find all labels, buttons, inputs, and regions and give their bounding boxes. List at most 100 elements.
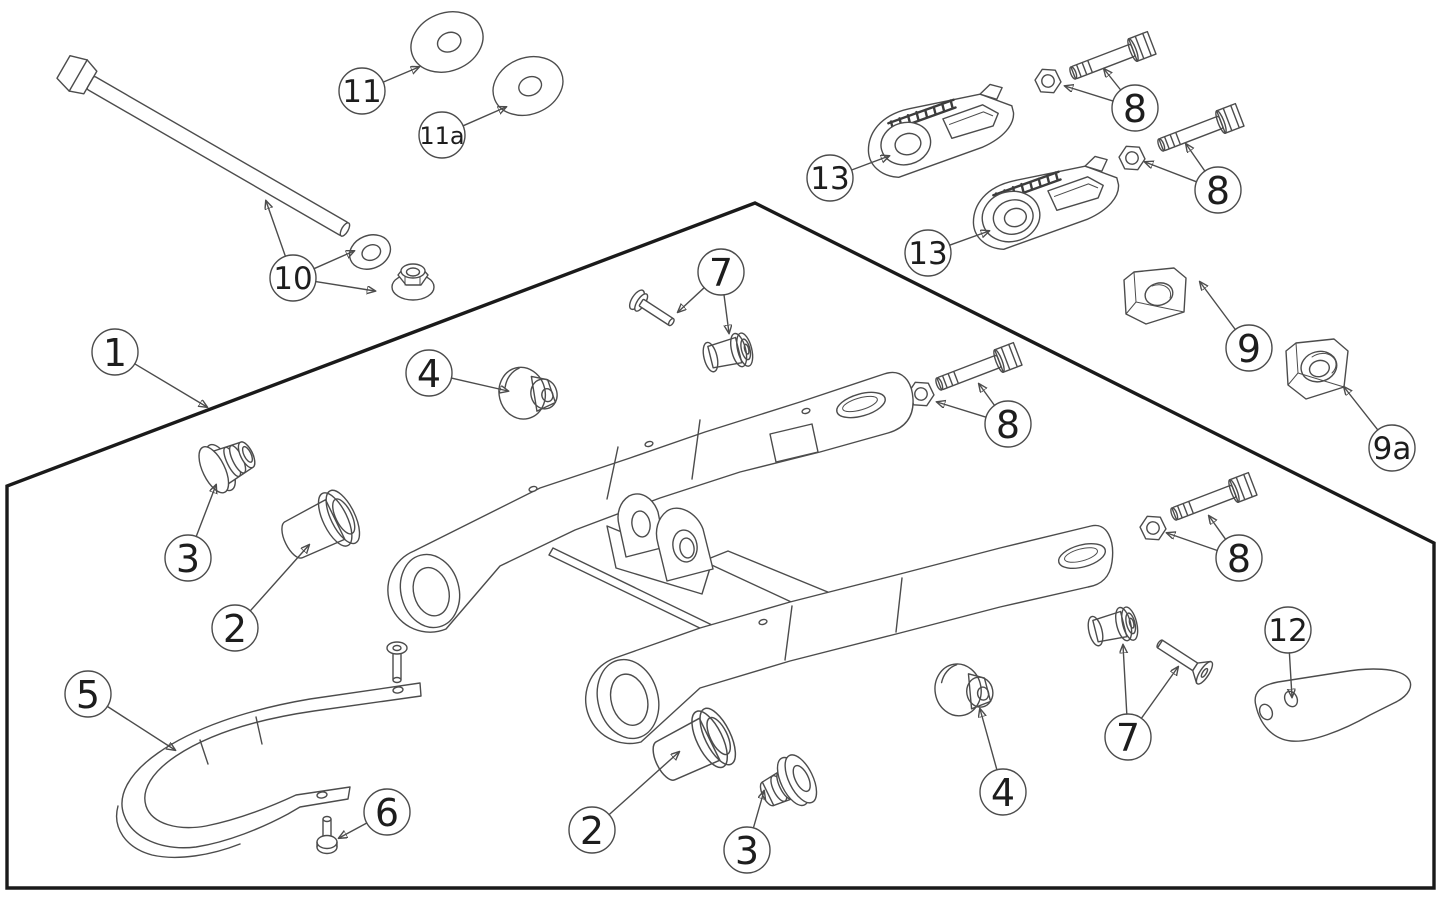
callout-balloon[interactable]	[64, 670, 112, 718]
leader-line-2-0	[608, 752, 679, 816]
callout-label: 7	[709, 251, 733, 295]
callout-11a-3[interactable]: 11a	[418, 111, 466, 159]
leader-line-3-0	[752, 791, 764, 829]
leader-line-8-0	[1186, 144, 1206, 172]
callout-balloon[interactable]	[1225, 324, 1273, 372]
callout-2-15[interactable]: 2	[211, 604, 259, 652]
callout-balloon[interactable]	[904, 229, 952, 277]
callout-balloon[interactable]	[1368, 424, 1416, 472]
callout-7-21[interactable]: 7	[1104, 713, 1152, 761]
callout-label: 5	[76, 673, 100, 717]
callout-balloon[interactable]	[568, 806, 616, 854]
callout-balloon[interactable]	[211, 604, 259, 652]
part-8-bolt	[1166, 471, 1258, 527]
callout-label: 8	[996, 403, 1020, 447]
leader-line-11-0	[382, 67, 419, 83]
part-8-group-3	[903, 341, 1023, 411]
leader-line-6-0	[339, 822, 368, 838]
callout-3-14[interactable]: 3	[164, 534, 212, 582]
part-8-bolt	[931, 341, 1023, 397]
callout-label: 6	[375, 791, 399, 835]
leader-line-4-0	[980, 709, 998, 771]
callout-8-6[interactable]: 8	[1111, 84, 1159, 132]
part-9a-axle-block	[1285, 338, 1349, 400]
leader-line-8-1	[937, 402, 987, 418]
callout-label: 3	[176, 537, 200, 581]
callout-balloon[interactable]	[338, 67, 386, 115]
callout-11-2[interactable]: 11	[338, 67, 386, 115]
leader-line-9a-0	[1344, 387, 1379, 431]
part-7-roller-2	[1084, 603, 1142, 651]
callout-8-9[interactable]: 8	[1215, 534, 1263, 582]
callout-5-16[interactable]: 5	[64, 670, 112, 718]
callout-balloon[interactable]	[1215, 534, 1263, 582]
callout-balloon[interactable]	[1104, 713, 1152, 761]
callout-label: 4	[991, 771, 1015, 815]
callout-balloon[interactable]	[363, 788, 411, 836]
callout-8-7[interactable]: 8	[1194, 166, 1242, 214]
leader-line-10-2	[315, 280, 375, 291]
callout-label: 8	[1123, 87, 1147, 131]
callout-label: 13	[810, 161, 849, 197]
part-7-roller-1	[699, 329, 757, 377]
part-7-screw-1	[628, 289, 675, 327]
callout-balloon[interactable]	[697, 248, 745, 296]
callout-6-17[interactable]: 6	[363, 788, 411, 836]
callout-balloon[interactable]	[806, 154, 854, 202]
callout-13-4[interactable]: 13	[806, 154, 854, 202]
leader-line-9-0	[1200, 282, 1237, 331]
callout-13-5[interactable]: 13	[904, 229, 952, 277]
callout-4-12[interactable]: 4	[405, 349, 453, 397]
callout-10-1[interactable]: 10	[269, 254, 317, 302]
callout-9a-11[interactable]: 9a	[1368, 424, 1416, 472]
part-12-guard-bracket	[1254, 668, 1412, 742]
callout-12-22[interactable]: 12	[1264, 606, 1312, 654]
callout-label: 8	[1206, 169, 1230, 213]
callout-balloon[interactable]	[1264, 606, 1312, 654]
callout-label: 8	[1227, 537, 1251, 581]
callout-balloon[interactable]	[164, 534, 212, 582]
callout-label: 3	[735, 829, 759, 873]
callout-9-10[interactable]: 9	[1225, 324, 1273, 372]
callout-balloon[interactable]	[1194, 166, 1242, 214]
part-swingarm-body	[387, 371, 1114, 745]
callout-8-8[interactable]: 8	[984, 400, 1032, 448]
leader-line-8-1	[1167, 533, 1219, 552]
part-8-nut	[1135, 511, 1171, 545]
callout-balloon[interactable]	[1111, 84, 1159, 132]
leader-line-7-0	[678, 287, 705, 312]
callout-label: 1	[103, 331, 127, 375]
part-8-nut	[1030, 64, 1066, 98]
callout-label: 13	[908, 236, 947, 272]
callout-3-19[interactable]: 3	[723, 826, 771, 874]
callout-label: 7	[1116, 716, 1140, 760]
part-13-chain-adjuster-2	[972, 155, 1120, 250]
callout-balloon[interactable]	[269, 254, 317, 302]
callout-label: 11	[342, 74, 381, 110]
callout-balloon[interactable]	[405, 349, 453, 397]
callout-2-18[interactable]: 2	[568, 806, 616, 854]
leader-line-10-0	[266, 201, 287, 257]
part-5-chain-slider	[116, 682, 422, 859]
part-9-axle-block	[1123, 267, 1187, 325]
callout-balloon[interactable]	[984, 400, 1032, 448]
callout-balloon[interactable]	[723, 826, 771, 874]
callout-4-20[interactable]: 4	[979, 768, 1027, 816]
callout-7-13[interactable]: 7	[697, 248, 745, 296]
callout-balloon[interactable]	[979, 768, 1027, 816]
callout-label: 4	[417, 352, 441, 396]
part-4-roller-highlighted-2	[930, 657, 997, 721]
callout-1-0[interactable]: 1	[91, 328, 139, 376]
callout-label: 10	[273, 261, 312, 297]
callout-balloon[interactable]	[418, 111, 466, 159]
leader-line-8-1	[1065, 86, 1114, 102]
part-11a-washer	[483, 45, 573, 127]
part-7-screw-2	[1156, 639, 1214, 685]
part-13-chain-adjuster-1	[867, 83, 1015, 178]
leader-line-8-1	[1145, 162, 1198, 183]
leader-line-1-0	[133, 363, 207, 407]
leader-line-4-0	[450, 377, 508, 391]
callout-balloon[interactable]	[91, 328, 139, 376]
